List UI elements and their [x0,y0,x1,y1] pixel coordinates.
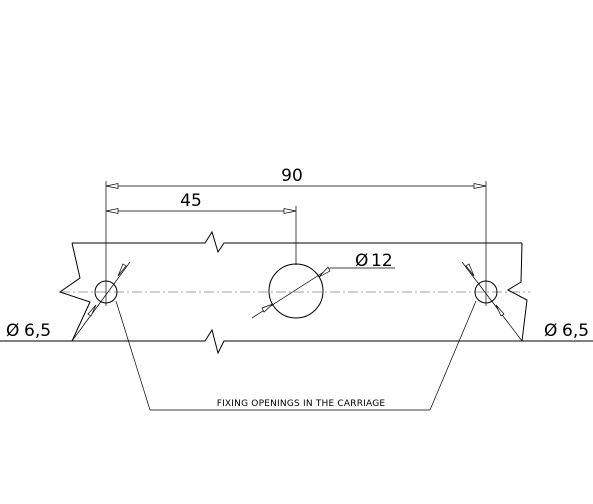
dimension-label-90: 90 [281,166,303,186]
note-leader-left [115,300,151,411]
center-hole [268,263,324,319]
left-hole-arrow-lower [87,304,97,317]
note-text: FIXING OPENINGS IN THE CARRIAGE [217,399,386,409]
left-diameter-symbol: Ø [6,321,19,341]
right-diameter-label: 6,5 [562,321,589,341]
right-hole-arrow-lower [495,304,505,317]
dimension-label-45: 45 [180,191,202,211]
note-leader-right [429,300,477,411]
dimension-90: 90 [105,166,487,189]
right-hole-arrow-upper [465,263,475,277]
bottom-edge [72,328,522,355]
top-edge [72,230,522,254]
holes [94,263,498,319]
diameter-12-callout: Ø 12 [251,251,395,319]
arrow-12-lower [261,303,274,313]
left-hole-leader [71,261,131,342]
arrow-45-right [283,208,297,214]
arrow-90-right [473,183,487,189]
part-outline [0,230,593,355]
dimension-45: 45 [105,191,297,214]
right-break-line [506,242,528,342]
arrow-12-upper [318,266,331,278]
left-diameter-label: 6,5 [24,321,51,341]
diameter-12-symbol: Ø [355,251,368,271]
fixing-openings-note: FIXING OPENINGS IN THE CARRIAGE [115,300,477,411]
diameter-12-label: 12 [371,251,393,271]
right-hole-leader [461,261,523,342]
arrow-90-left [105,183,119,189]
arrow-45-left [105,208,119,214]
extension-lines [105,181,487,306]
right-diameter-callout: Ø 6,5 [461,261,589,342]
right-diameter-symbol: Ø [544,321,557,341]
left-diameter-callout: Ø 6,5 [6,261,131,342]
left-hole-arrow-upper [117,263,127,277]
